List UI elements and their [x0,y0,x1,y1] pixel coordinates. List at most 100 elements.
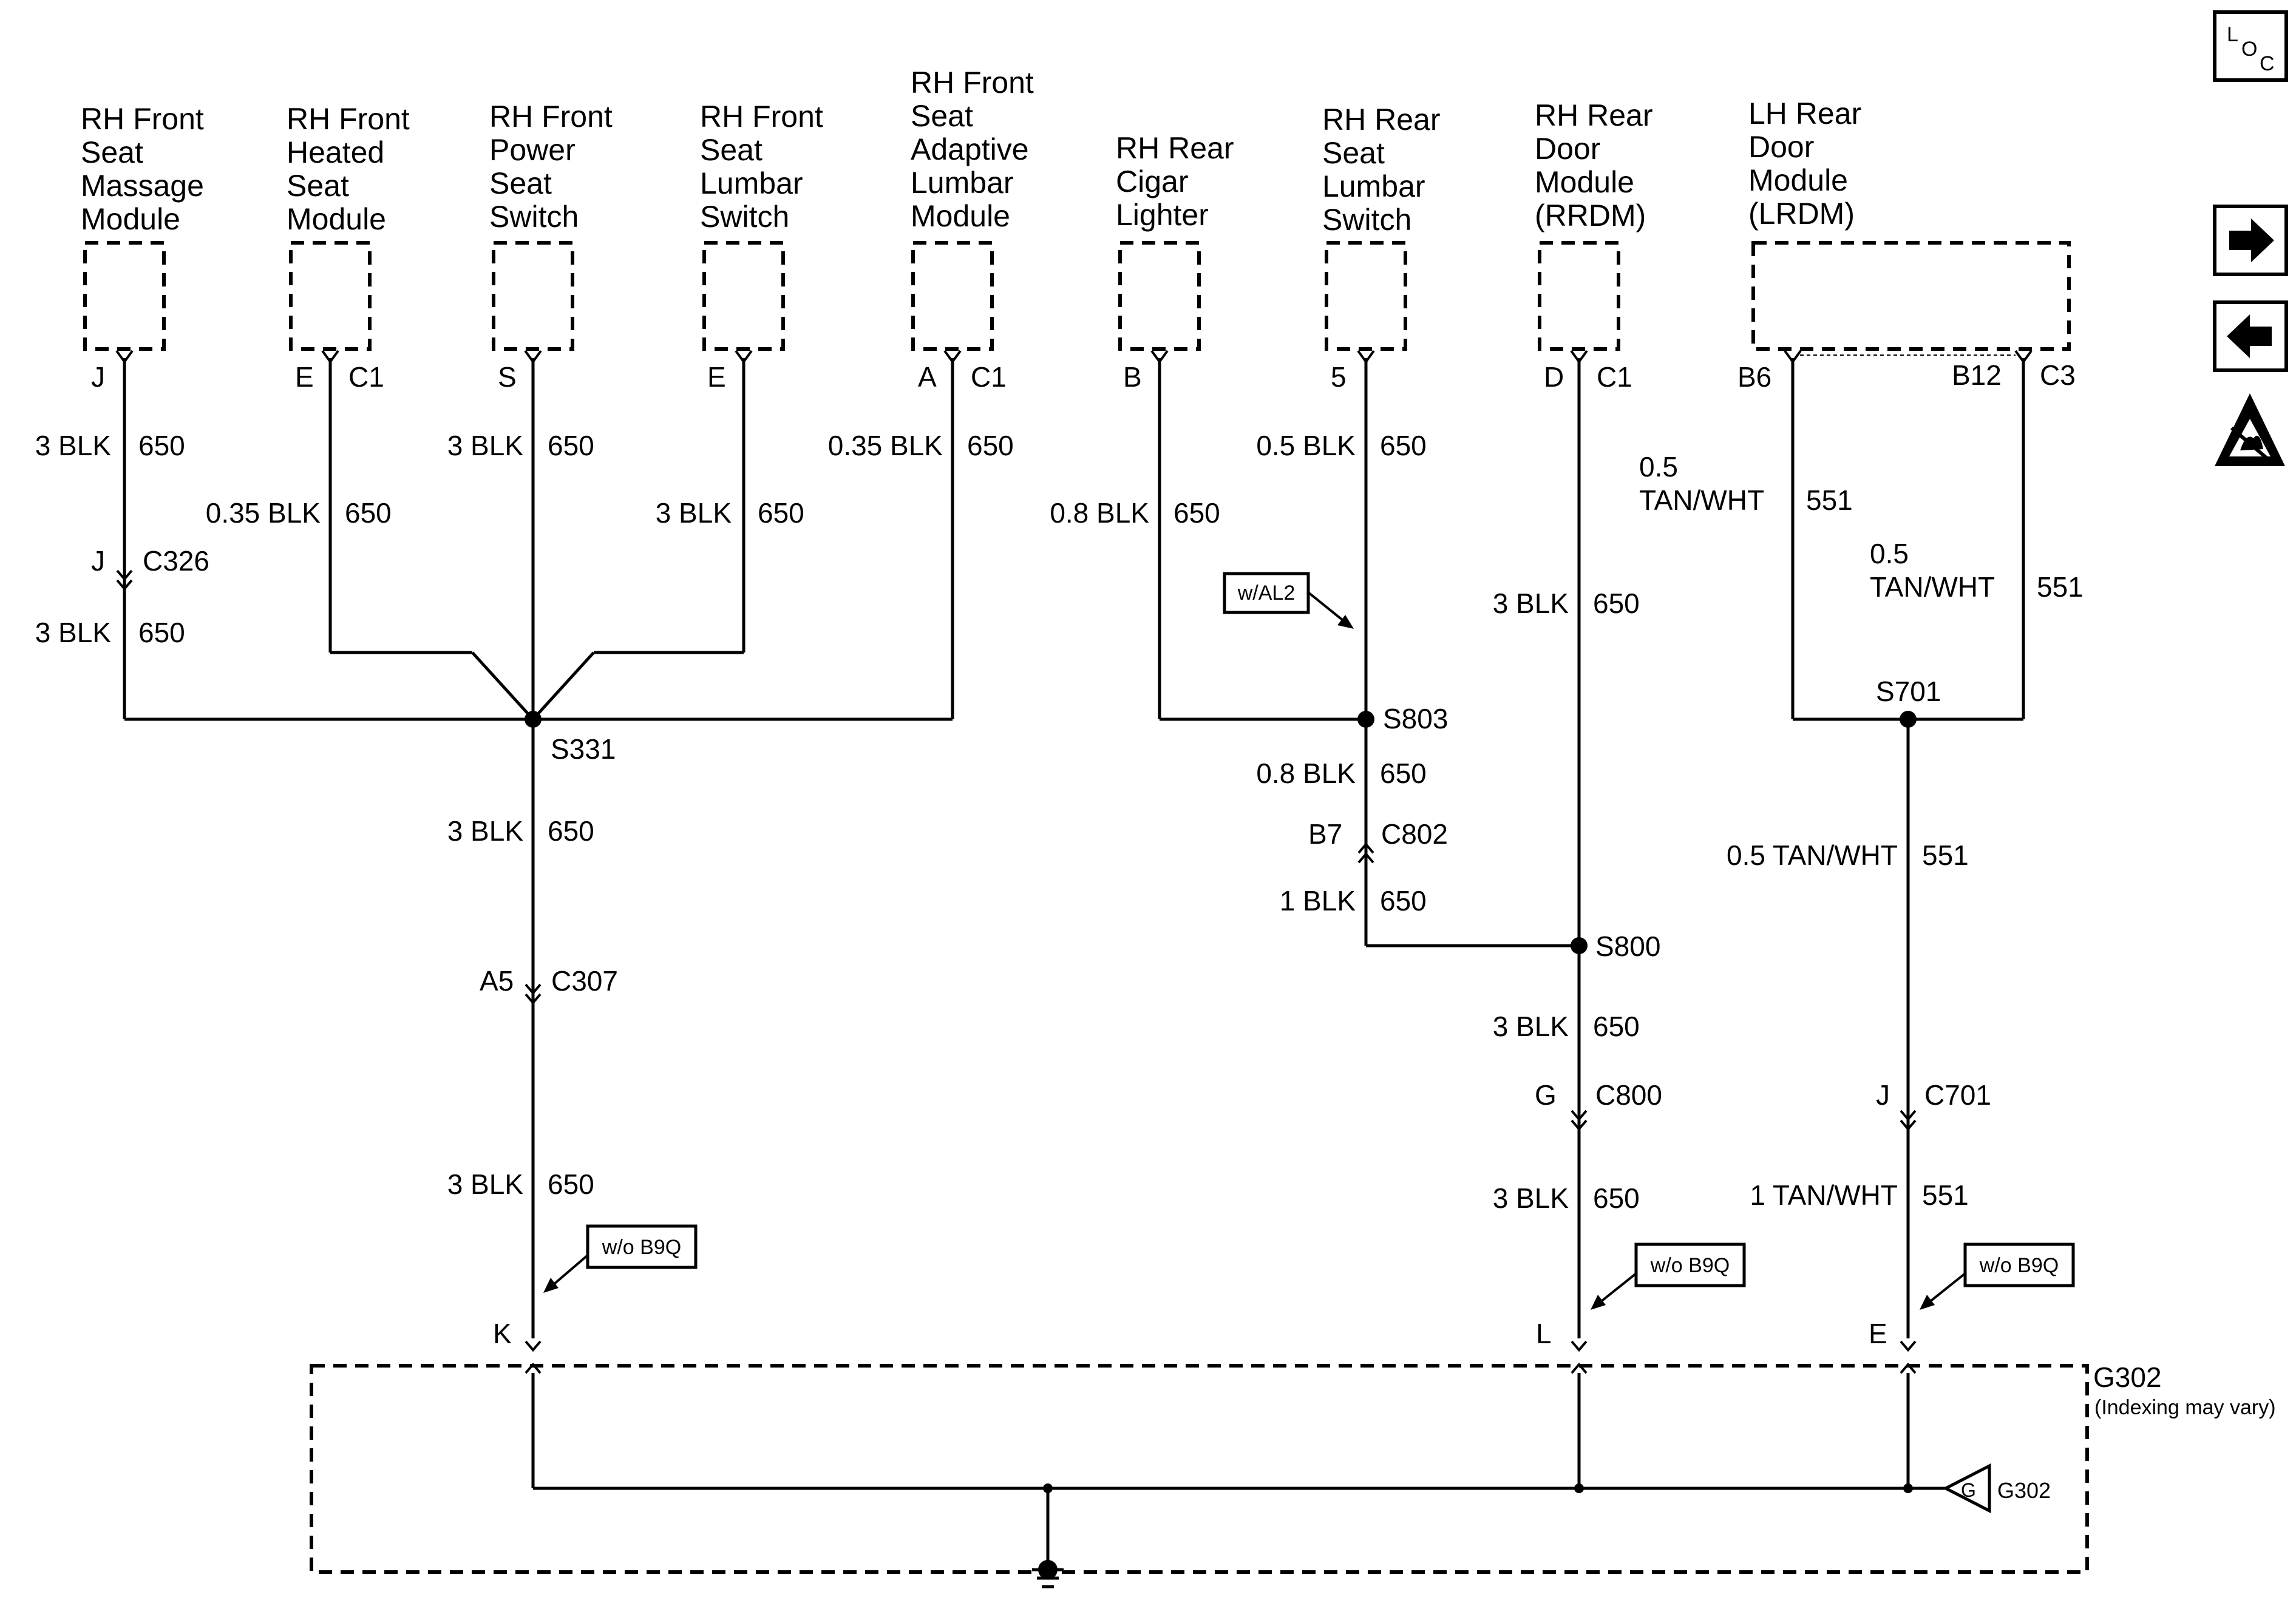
box-lumbar-switch [702,241,785,351]
ground-g302-box [310,1364,2089,1574]
wire-circuit-label: 650 [758,497,804,529]
wire-circuit-label: 650 [345,497,392,529]
pin-terminals [115,350,2033,364]
connector-label: C802 [1381,818,1448,850]
connector-label: C307 [551,965,618,997]
option-label: w/AL2 [1237,581,1296,605]
wire-size-label: 0.5 TAN/WHT [1727,839,1898,871]
pin-label: J [91,361,105,393]
splice-label: S701 [1876,676,1941,707]
box-massage-module [83,241,166,351]
option-label: w/o B9Q [1650,1254,1730,1277]
wire-size-label: 3 BLK [35,617,112,648]
label-massage-module: RH Front Seat Massage Module [81,102,212,236]
connector-label: C1 [348,361,384,393]
connector-pin-label: G [1535,1079,1557,1111]
wire-color-label: TAN/WHT [1870,571,1995,603]
component-boxes [83,241,2071,351]
connector-pin-label: J [91,545,105,577]
ground-note: (Indexing may vary) [2094,1396,2276,1419]
wire-size-label: 3 BLK [447,430,524,461]
wire-circuit-label: 650 [1593,1182,1640,1214]
wire-size-label: 3 BLK [1493,1182,1569,1214]
wire-size-label: 1 BLK [1280,885,1356,917]
wire-size-label: 3 BLK [35,430,112,461]
wire-circuit-label: 650 [1380,758,1427,789]
pin-label: S [498,361,517,393]
wire-circuit-label: 650 [1173,497,1220,529]
connector-label: C701 [1924,1079,1991,1111]
ground-eyelet-letter: G [1961,1479,1976,1501]
loc-c-letter: C [2260,52,2275,75]
wire-size-label: 3 BLK [1493,1011,1569,1042]
ground-label: G302 [2093,1361,2162,1393]
wire-circuit-label: 551 [2037,571,2084,603]
wire-size-label: 0.5 [1639,451,1678,483]
option-callout-wob9q-1: w/o B9Q [543,1224,698,1293]
connector-chevrons [116,569,1917,1374]
wire-circuit-label: 650 [138,617,185,648]
wire-size-label: 0.35 BLK [206,497,321,529]
connector-pin-label: A5 [480,965,514,997]
ground-pin-label: E [1869,1318,1887,1349]
wires [123,358,2025,1566]
ground-pin-label: L [1536,1318,1552,1349]
wire-circuit-label: 650 [548,430,594,461]
label-lumbar-switch: RH Front Seat Lumbar Switch [700,100,832,234]
label-rear-lumbar-switch: RH Rear Seat Lumbar Switch [1322,103,1449,237]
splice-s803-dot [1357,711,1374,728]
splice-s800-dot [1571,937,1588,954]
label-heated-seat-module: RH Front Heated Seat Module [287,102,418,236]
wire-size-label: 3 BLK [656,497,732,529]
wire-size-label: 0.8 BLK [1050,497,1149,529]
pin-label: E [707,361,726,393]
ground-junction-dot-3 [1903,1483,1913,1493]
option-label: w/o B9Q [1979,1254,2059,1277]
option-label: w/o B9Q [602,1236,681,1259]
splice-label: S331 [551,733,616,765]
wire-circuit-label: 650 [1380,430,1427,461]
loc-button[interactable]: L O C [2213,10,2288,82]
next-page-button[interactable] [2213,205,2288,276]
connector-label: C3 [2040,359,2076,391]
wire-size-label: 1 TAN/WHT [1750,1179,1898,1211]
wire-circuit-label: 650 [548,815,594,847]
ground-terminal-dot [1038,1560,1058,1579]
g302-eyelet-icon [1942,1463,1991,1514]
splice-s331-dot [525,711,542,728]
box-adaptive-lumbar-module [911,241,994,351]
wire-circuit-label: 551 [1806,484,1853,516]
loc-l-letter: L [2227,23,2238,46]
option-callout-wob9q-2: w/o B9Q [1591,1242,1746,1310]
box-cigar-lighter [1118,241,1201,351]
connector-pin-label: J [1876,1079,1890,1111]
pin-label: 5 [1331,361,1347,393]
box-rrdm [1538,241,1620,351]
option-callouts: w/AL2 w/o B9Q w/o B9Q w/o B9Q [543,572,2075,1310]
wire-circuit-label: 551 [1922,839,1969,871]
wire-labels: 3 BLK 650 3 BLK 650 0.35 BLK 650 3 BLK 6… [35,430,2084,1214]
previous-page-button[interactable] [2213,300,2288,372]
pin-label: E [295,361,314,393]
label-cigar-lighter: RH Rear Cigar Lighter [1116,131,1242,232]
pin-label: A [918,361,937,393]
splice-s701-dot [1900,711,1917,728]
wire-circuit-label: 650 [1380,885,1427,917]
splice-label: S800 [1595,931,1660,962]
pin-label: B [1123,361,1142,393]
connector-label: C1 [1597,361,1632,393]
ground-junction-dot-2 [1574,1483,1584,1493]
option-callout-wob9q-3: w/o B9Q [1920,1242,2075,1310]
loc-o-letter: O [2241,38,2257,61]
splice-label: S803 [1383,703,1448,734]
box-heated-seat-module [289,241,372,351]
wire-circuit-label: 650 [967,430,1014,461]
box-power-seat-switch [492,241,574,351]
pin-label: B6 [1737,361,1771,393]
wire-color-label: TAN/WHT [1639,484,1764,516]
wire-size-label: 0.5 BLK [1256,430,1356,461]
wire-size-label: 3 BLK [447,815,524,847]
wire-size-label: 3 BLK [447,1168,524,1200]
box-rear-lumbar-switch [1325,241,1407,351]
